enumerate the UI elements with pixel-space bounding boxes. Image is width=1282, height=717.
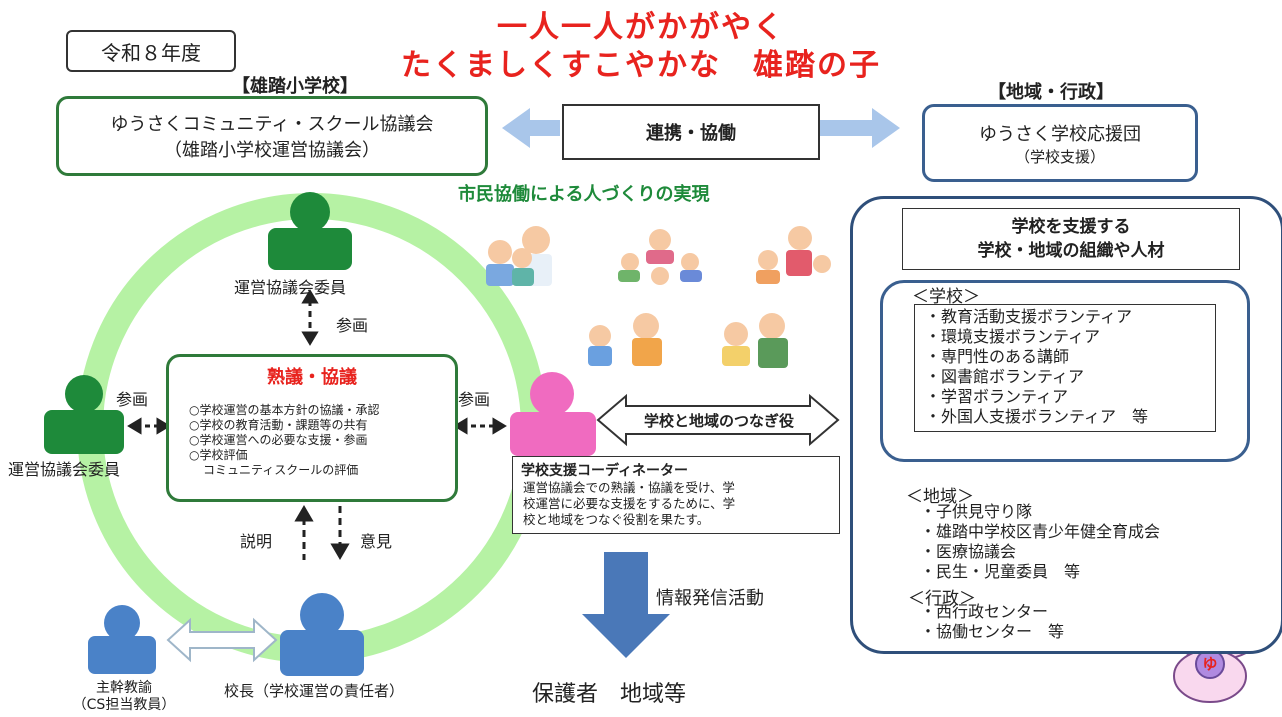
title-line2: たくましくすこやかな 雄踏の子 <box>401 48 881 83</box>
people-illustration-4 <box>588 313 662 366</box>
school-item-5: ・学習ボランティア <box>925 387 1069 406</box>
coordinator-box: 学校支援コーディネーター 運営協議会での熟議・協議を受け、学 校運営に必要な支援… <box>512 456 840 534</box>
support-panel-title-box: 学校を支援する 学校・地域の組織や人材 <box>902 208 1240 270</box>
council-box: ゆうさくコミュニティ・スクール協議会 （雄踏小学校運営協議会） <box>56 96 488 176</box>
council-subname: （雄踏小学校運営協議会） <box>164 140 380 161</box>
deliberation-item-1: ○学校運営の基本方針の協議・承認 <box>189 403 380 417</box>
deliberation-sub: コミュニティスクールの評価 <box>203 463 359 477</box>
school-item-4: ・図書館ボランティア <box>925 367 1085 386</box>
coordinator-title: 学校支援コーディネーター <box>521 463 689 479</box>
school-resources-head: ＜学校＞ <box>912 287 980 307</box>
admin-item-1: ・西行政センター <box>920 602 1049 621</box>
deliberation-item-4: ○学校評価 <box>189 448 248 462</box>
person-icon-coordinator <box>510 372 596 456</box>
opinion-label: 意見 <box>360 532 393 551</box>
person-icon-principal <box>280 593 364 676</box>
explain-label: 説明 <box>240 532 273 551</box>
school-resources-list: ・教育活動支援ボランティア ・環境支援ボランティア ・専門性のある講師 ・図書館… <box>914 304 1216 432</box>
council-name: ゆうさくコミュニティ・スクール協議会 <box>110 114 434 135</box>
people-illustration-1 <box>486 226 552 286</box>
support-panel-title-1: 学校を支援する <box>1011 217 1131 237</box>
person-icon-teacher <box>88 605 156 674</box>
dashed-arrow-opinion <box>330 506 350 560</box>
coordinator-desc-1: 運営協議会での熟議・協議を受け、学 <box>523 480 735 495</box>
region-header: 【地域・行政】 <box>988 82 1114 103</box>
participation-right: 参画 <box>458 390 491 409</box>
teacher-role: （CS担当教員） <box>72 697 176 713</box>
fiscal-year-label: 令和８年度 <box>66 30 236 72</box>
audience-label: 保護者 地域等 <box>532 682 687 707</box>
teacher-title: 主幹教諭 <box>96 680 152 696</box>
teacher-label: 主幹教諭 （CS担当教員） <box>50 680 198 714</box>
right-arrow-icon <box>820 108 900 148</box>
admin-resources-list: ・西行政センター ・協働センター 等 <box>920 602 1064 642</box>
admin-item-2: ・協働センター 等 <box>920 622 1065 641</box>
participation-left: 参画 <box>116 390 149 409</box>
region-resources-head: ＜地域＞ <box>906 487 974 507</box>
coordinator-desc-2: 校運営に必要な支援をするために、学 <box>523 496 736 511</box>
info-activity-label: 情報発信活動 <box>656 588 764 609</box>
collaboration-box: 連携・協働 <box>562 104 820 160</box>
left-arrow-icon <box>502 108 560 148</box>
school-resources-box <box>880 280 1250 462</box>
admin-resources-head: ＜行政＞ <box>908 589 976 609</box>
region-item-3: ・医療協議会 <box>920 542 1017 561</box>
dashed-arrow-left <box>127 417 171 435</box>
region-item-2: ・雄踏中学校区青少年健全育成会 <box>920 522 1161 541</box>
school-item-6: ・外国人支援ボランティア 等 <box>925 407 1149 426</box>
participation-top: 参画 <box>336 316 369 335</box>
principal-label: 校長（学校運営の責任者） <box>224 682 405 700</box>
dashed-arrow-explain <box>294 505 314 560</box>
bridge-label: 学校と地域のつなぎ役 <box>643 412 794 430</box>
region-resources-list: ・子供見守り隊 ・雄踏中学校区青少年健全育成会 ・医療協議会 ・民生・児童委員 … <box>920 502 1160 582</box>
deliberation-title: 熟議・協議 <box>267 367 357 388</box>
school-item-3: ・専門性のある講師 <box>925 347 1070 366</box>
dashed-arrow-right <box>453 417 507 435</box>
support-team-box: ゆうさく学校応援団 （学校支援） <box>922 104 1198 182</box>
school-item-2: ・環境支援ボランティア <box>925 327 1101 346</box>
coordinator-desc-3: 校と地域をつなぐ役割を果たす。 <box>523 512 710 527</box>
people-illustration-3 <box>756 226 831 284</box>
support-panel-title-2: 学校・地域の組織や人材 <box>977 241 1165 261</box>
goal-text: 市民協働による人づくりの実現 <box>458 184 710 205</box>
region-item-4: ・民生・児童委員 等 <box>920 562 1081 581</box>
left-member-label: 運営協議会委員 <box>8 460 121 479</box>
double-arrow-icon <box>166 617 278 663</box>
support-team-sub: （学校支援） <box>1014 147 1105 166</box>
deliberation-item-2: ○学校の教育活動・課題等の共有 <box>189 418 368 432</box>
support-team-name: ゆうさく学校応援団 <box>979 123 1141 145</box>
school-item-1: ・教育活動支援ボランティア <box>925 307 1133 326</box>
people-illustration-2 <box>618 229 702 285</box>
collaboration-label: 連携・協働 <box>646 123 736 144</box>
deliberation-item-3: ○学校運営への必要な支援・参画 <box>189 433 368 447</box>
dashed-arrow-top <box>301 289 319 346</box>
deliberation-box: 熟議・協議 ○学校運営の基本方針の協議・承認 ○学校の教育活動・課題等の共有 ○… <box>166 354 458 502</box>
title-line1: 一人一人がかがやく <box>497 10 785 45</box>
person-icon-top-member <box>268 192 352 270</box>
down-arrow-icon <box>582 552 670 658</box>
mascot-badge-label: ゆ <box>1202 655 1218 673</box>
people-illustration-5 <box>722 313 788 368</box>
top-member-label: 運営協議会委員 <box>234 278 347 297</box>
person-icon-left-member <box>44 375 124 454</box>
region-item-1: ・子供見守り隊 <box>920 502 1033 521</box>
school-header: 【雄踏小学校】 <box>232 76 358 97</box>
bridge-double-arrow-icon <box>596 393 840 447</box>
